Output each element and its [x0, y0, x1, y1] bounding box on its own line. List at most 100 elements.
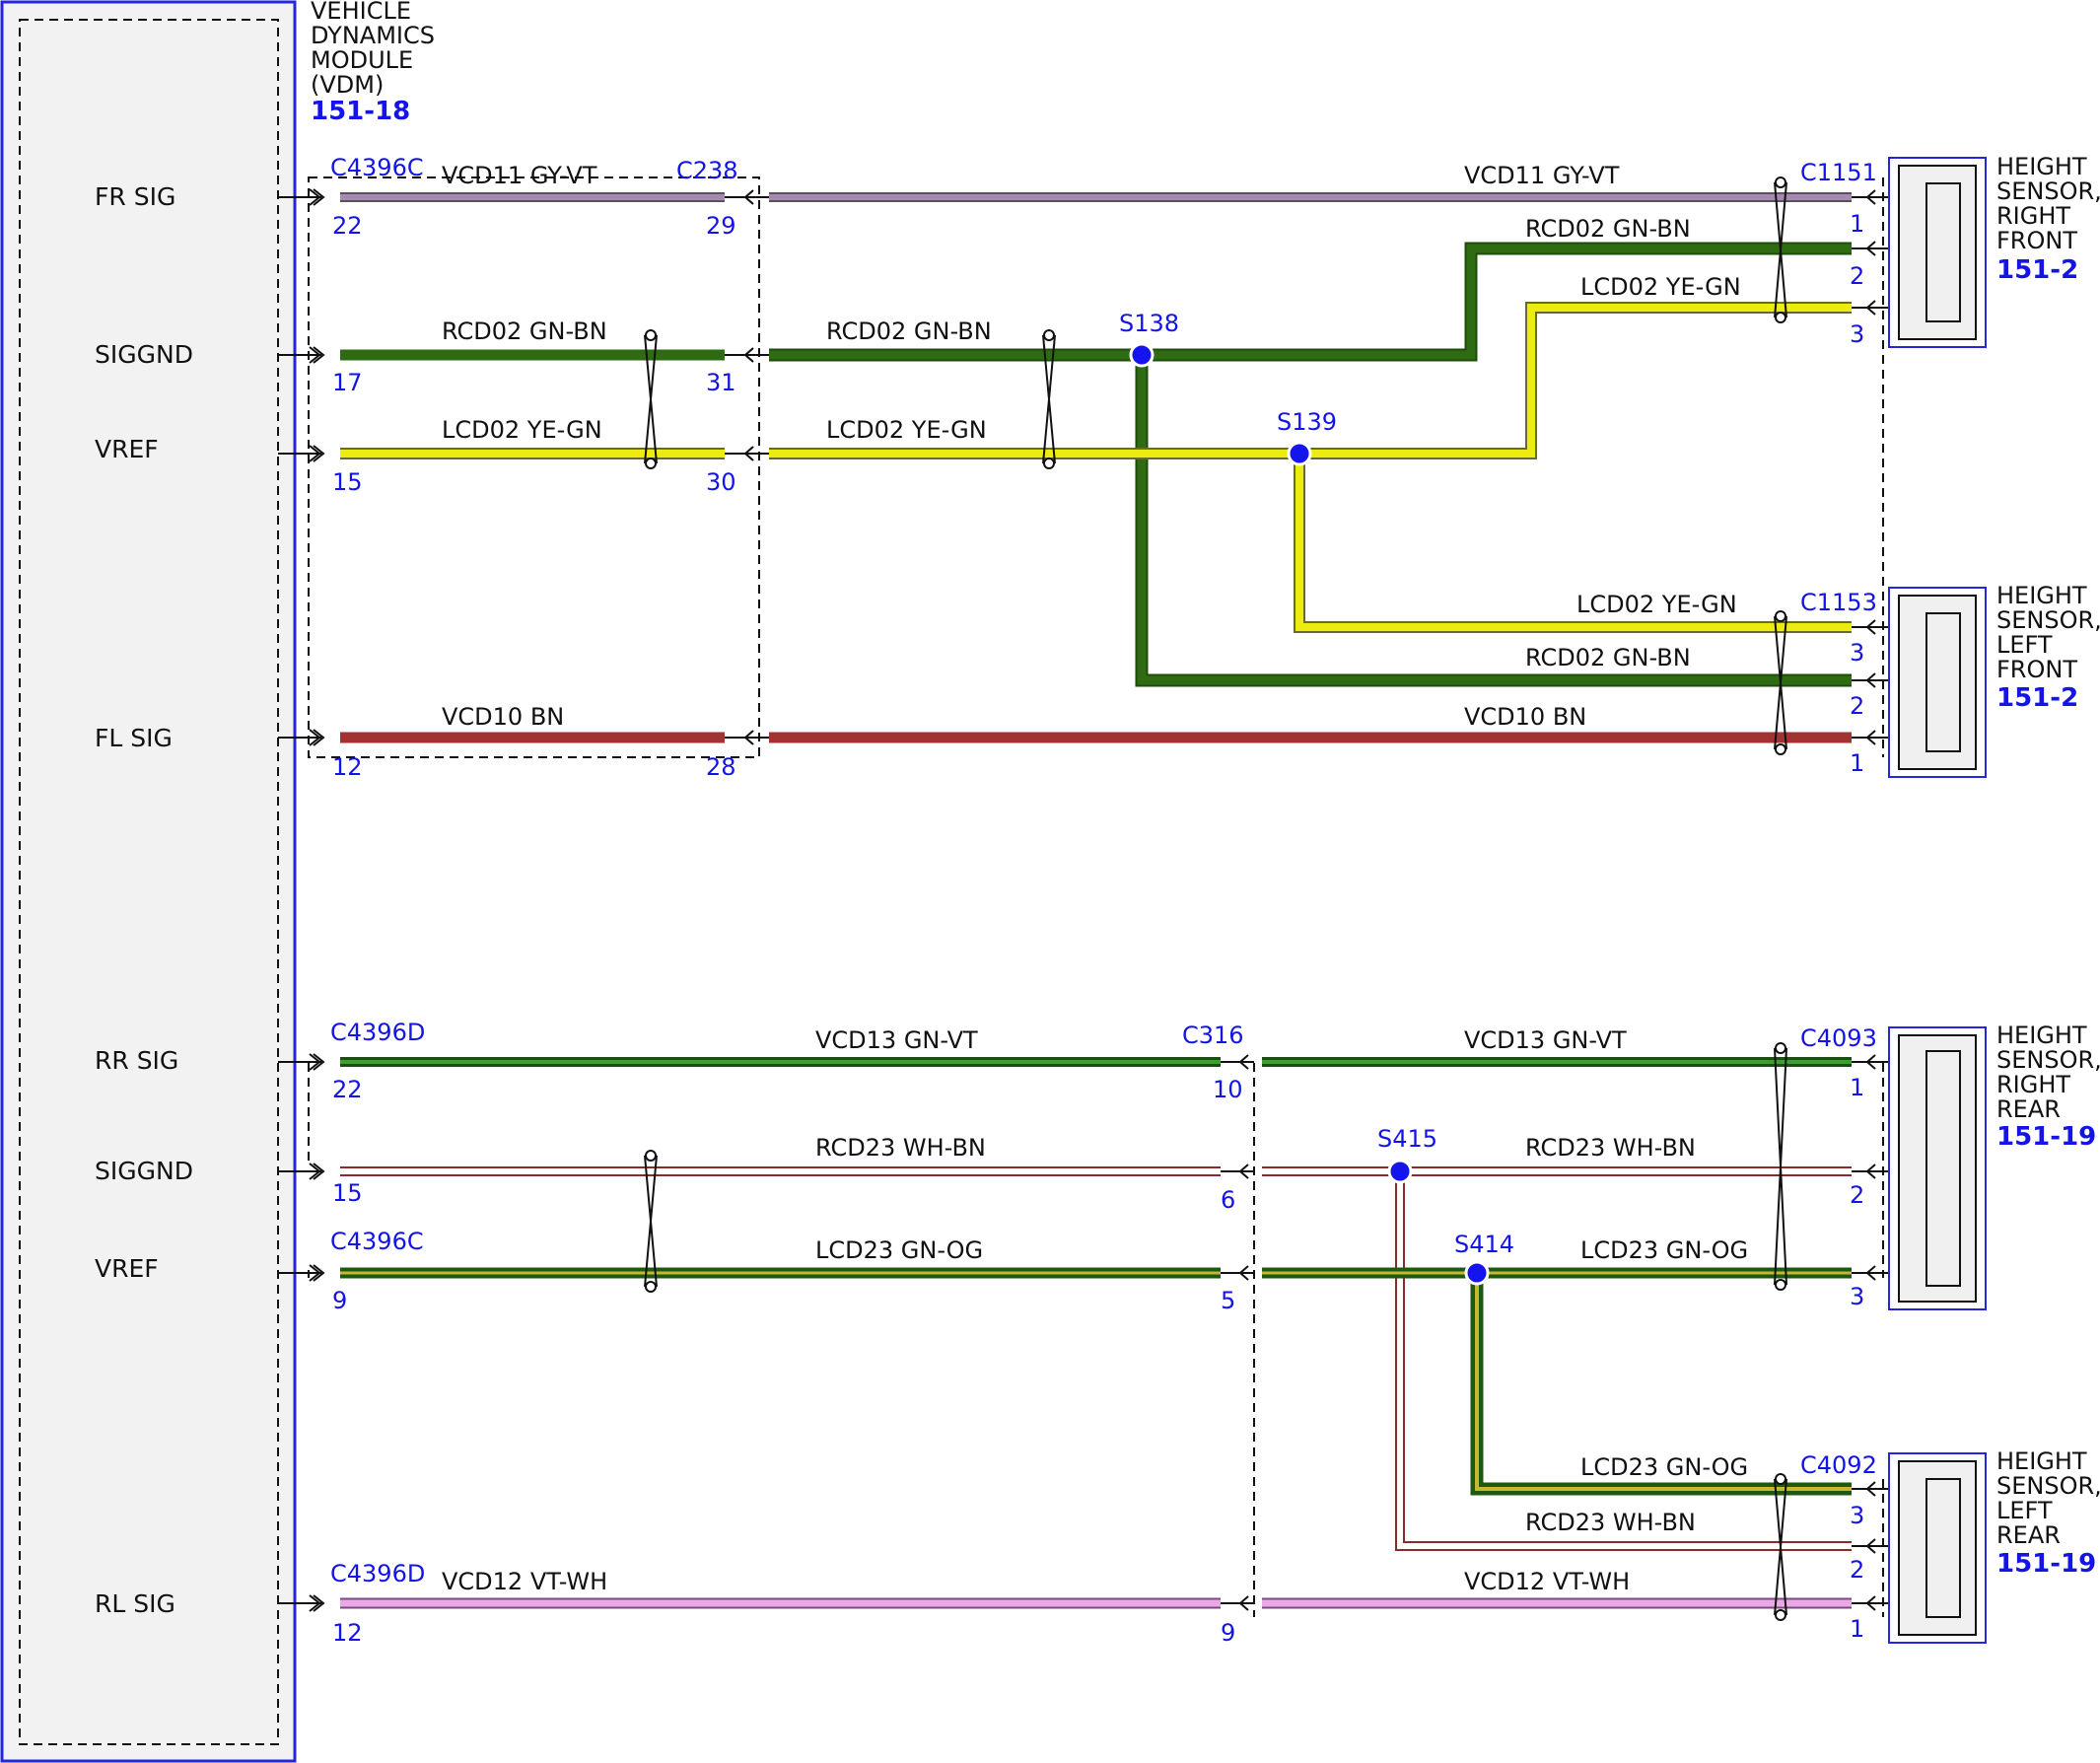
vdm-module-box — [0, 0, 297, 1763]
svg-text:RCD02 GN-BN: RCD02 GN-BN — [1525, 644, 1691, 671]
svg-text:SENSOR,: SENSOR, — [1996, 606, 2100, 634]
vdm-module-title: VEHICLE DYNAMICS MODULE (VDM) 151-18 — [311, 0, 435, 126]
splice-label-s138: S138 — [1119, 310, 1179, 337]
svg-text:RCD23 WH-BN: RCD23 WH-BN — [1525, 1134, 1696, 1162]
height-sensor-left-front: HEIGHT SENSOR, LEFT FRONT 151-2 — [1888, 582, 2100, 778]
svg-text:9: 9 — [1221, 1619, 1235, 1647]
vdm-pin-labels: FR SIG SIGGND VREF FL SIG RR SIG SIGGND … — [95, 182, 193, 1618]
pin-label-rl-sig: RL SIG — [95, 1589, 175, 1618]
svg-text:VCD11 GY-VT: VCD11 GY-VT — [1464, 162, 1620, 189]
svg-text:RCD02 GN-BN: RCD02 GN-BN — [442, 317, 607, 345]
svg-text:VCD12 VT-WH: VCD12 VT-WH — [1464, 1568, 1630, 1595]
svg-text:RIGHT: RIGHT — [1996, 1071, 2070, 1098]
svg-text:SENSOR,: SENSOR, — [1996, 177, 2100, 205]
svg-text:VCD10 BN: VCD10 BN — [1464, 703, 1586, 731]
svg-text:29: 29 — [706, 212, 736, 240]
svg-text:3: 3 — [1850, 1283, 1864, 1310]
inline-connector-arrows — [725, 189, 1254, 1611]
splice-s414 — [1464, 1260, 1490, 1286]
wire-siggnd-front — [340, 242, 1852, 687]
connector-c4396d-rl: C4396D — [330, 1560, 425, 1587]
svg-text:SENSOR,: SENSOR, — [1996, 1472, 2100, 1500]
svg-text:1: 1 — [1850, 749, 1864, 777]
connector-c4396c-vref: C4396C — [330, 1228, 424, 1255]
splice-s415 — [1387, 1159, 1413, 1184]
svg-text:LEFT: LEFT — [1996, 1497, 2053, 1524]
svg-text:5: 5 — [1221, 1287, 1235, 1314]
svg-text:3: 3 — [1850, 1502, 1864, 1529]
svg-text:15: 15 — [332, 468, 363, 496]
svg-text:22: 22 — [332, 212, 363, 240]
pin-label-siggnd-front: SIGGND — [95, 340, 193, 369]
svg-text:LCD02 YE-GN: LCD02 YE-GN — [1580, 273, 1741, 301]
svg-text:151-18: 151-18 — [311, 97, 410, 126]
svg-text:9: 9 — [332, 1287, 347, 1314]
svg-text:HEIGHT: HEIGHT — [1996, 153, 2087, 180]
vdm-pin-stubs — [278, 188, 325, 1612]
splice-s139 — [1287, 441, 1312, 466]
wire-vref-rear — [340, 1267, 1852, 1496]
svg-text:2: 2 — [1850, 1556, 1864, 1584]
svg-text:1: 1 — [1850, 1074, 1864, 1101]
svg-text:3: 3 — [1850, 320, 1864, 348]
svg-text:12: 12 — [332, 753, 363, 781]
svg-text:HEIGHT: HEIGHT — [1996, 582, 2087, 609]
pin-label-siggnd-rear: SIGGND — [95, 1157, 193, 1185]
svg-text:(VDM): (VDM) — [311, 71, 384, 99]
svg-text:LCD02 YE-GN: LCD02 YE-GN — [826, 416, 987, 444]
svg-text:15: 15 — [332, 1179, 363, 1207]
svg-text:151-2: 151-2 — [1996, 683, 2078, 713]
connector-c4396d-rr: C4396D — [330, 1019, 425, 1046]
connector-c316: C316 — [1182, 1022, 1244, 1049]
pin-label-vref-rear: VREF — [95, 1254, 159, 1283]
svg-text:1: 1 — [1850, 210, 1864, 238]
svg-text:HEIGHT: HEIGHT — [1996, 1447, 2087, 1475]
connector-c4093: C4093 — [1800, 1024, 1877, 1052]
svg-text:VCD10 BN: VCD10 BN — [442, 703, 564, 731]
connector-c1151: C1151 — [1800, 159, 1877, 186]
svg-text:VEHICLE: VEHICLE — [311, 0, 411, 25]
pin-label-rr-sig: RR SIG — [95, 1046, 178, 1075]
twisted-pair-markers — [644, 176, 1787, 1621]
svg-text:6: 6 — [1221, 1186, 1235, 1214]
svg-text:22: 22 — [332, 1076, 363, 1103]
pin-numbers: 22 17 15 12 29 31 30 28 22 15 9 12 10 6 … — [332, 210, 1864, 1647]
svg-text:VCD13 GN-VT: VCD13 GN-VT — [1464, 1026, 1627, 1054]
svg-text:LEFT: LEFT — [1996, 631, 2053, 659]
svg-text:MODULE: MODULE — [311, 46, 413, 74]
svg-text:FRONT: FRONT — [1996, 656, 2077, 683]
sensor-connector-arrows — [1852, 189, 1889, 1611]
svg-text:151-19: 151-19 — [1996, 1122, 2096, 1152]
splice-label-s415: S415 — [1377, 1125, 1437, 1153]
svg-text:REAR: REAR — [1996, 1521, 2061, 1549]
connector-outlines — [308, 176, 1884, 1617]
svg-text:SENSOR,: SENSOR, — [1996, 1046, 2100, 1074]
svg-text:HEIGHT: HEIGHT — [1996, 1022, 2087, 1049]
svg-text:LCD23 GN-OG: LCD23 GN-OG — [1580, 1236, 1748, 1264]
svg-text:17: 17 — [332, 369, 363, 396]
svg-text:12: 12 — [332, 1619, 363, 1647]
svg-text:VCD13 GN-VT: VCD13 GN-VT — [815, 1026, 978, 1054]
svg-text:RCD23 WH-BN: RCD23 WH-BN — [815, 1134, 986, 1162]
svg-text:DYNAMICS: DYNAMICS — [311, 22, 435, 49]
svg-text:RCD23 WH-BN: RCD23 WH-BN — [1525, 1509, 1696, 1536]
wire-labels: VCD11 GY-VT VCD11 GY-VT RCD02 GN-BN LCD0… — [442, 162, 1748, 1595]
svg-text:REAR: REAR — [1996, 1095, 2061, 1123]
svg-text:28: 28 — [706, 753, 736, 781]
svg-text:VCD11 GY-VT: VCD11 GY-VT — [442, 162, 597, 189]
height-sensor-right-rear: HEIGHT SENSOR, RIGHT REAR 151-19 — [1888, 1022, 2100, 1310]
connector-c238: C238 — [676, 157, 738, 184]
connector-c4396c-top: C4396C — [330, 154, 424, 181]
connector-c1153: C1153 — [1800, 589, 1877, 616]
svg-text:LCD02 YE-GN: LCD02 YE-GN — [442, 416, 602, 444]
svg-text:2: 2 — [1850, 1181, 1864, 1209]
svg-text:2: 2 — [1850, 262, 1864, 290]
height-sensor-left-rear: HEIGHT SENSOR, LEFT REAR 151-19 — [1888, 1447, 2100, 1644]
svg-text:151-2: 151-2 — [1996, 255, 2078, 285]
wire-vref-front — [340, 302, 1852, 633]
svg-text:LCD02 YE-GN: LCD02 YE-GN — [1576, 591, 1737, 618]
svg-text:RCD02 GN-BN: RCD02 GN-BN — [826, 317, 992, 345]
svg-text:3: 3 — [1850, 639, 1864, 667]
svg-text:1: 1 — [1850, 1615, 1864, 1643]
